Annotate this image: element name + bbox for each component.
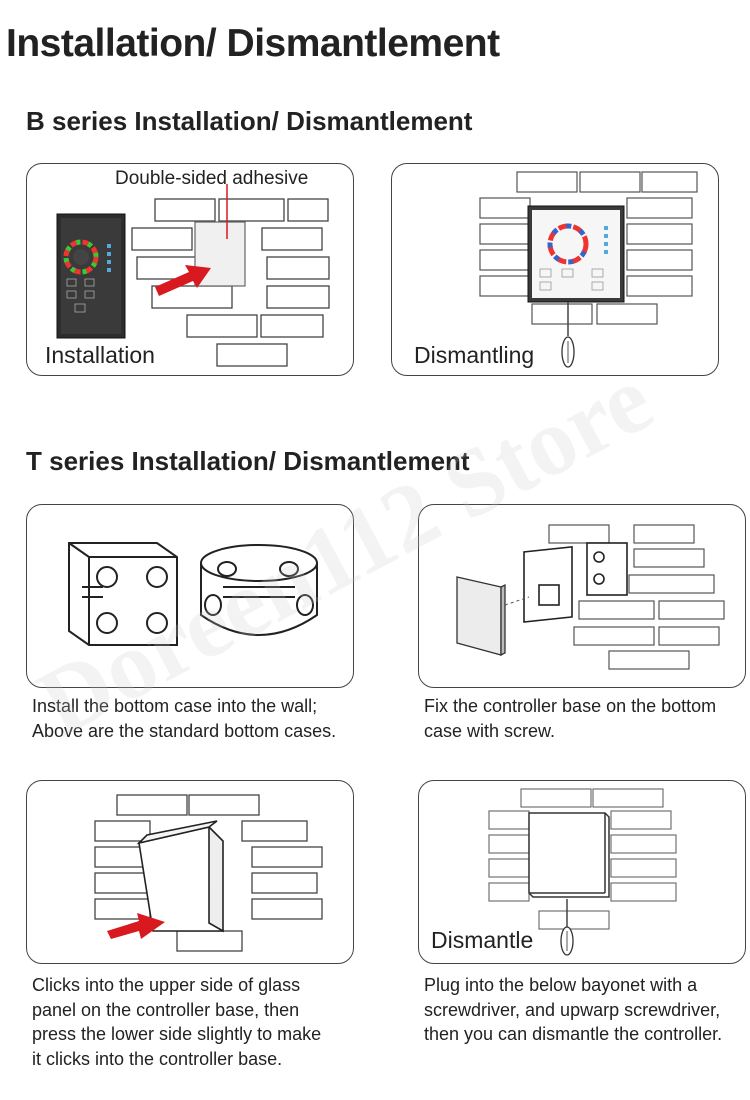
glass-panel [528,812,610,898]
caption-dismantle: Plug into the below bayonet with a screw… [424,975,723,1044]
adhesive-callout: Double-sided adhesive [115,168,309,189]
caption-controller-base: Fix the controller base on the bottom ca… [424,696,717,741]
installation-label: Installation [45,342,155,368]
brick-wall [479,171,698,325]
square-bottom-case [68,542,178,646]
controller-base-illustration [456,524,725,670]
screwdriver-icon [560,899,574,956]
t-dismantle-panel: Dismantle [418,780,746,964]
caption-glass-panel: Clicks into the upper side of glass pane… [32,975,322,1069]
dismantling-label: Dismantling [414,342,535,368]
brick-wall [94,794,323,952]
t-controller-base-panel [418,504,746,688]
b-dismantling-panel: Dismantling [391,163,719,376]
brick-wall [488,788,677,930]
brick-wall [131,198,330,367]
glass-panel-install-illustration [94,794,323,952]
b-installation-panel: Double-sided adhesive Installation [26,163,354,376]
wall-box [586,542,628,596]
arrow-icon [107,913,165,939]
t-series-heading: T series Installation/ Dismantlement [26,446,470,476]
bottom-cases-illustration [68,542,318,646]
caption-bottom-case: Install the bottom case into the wall; A… [32,696,337,741]
dismantle-label: Dismantle [431,927,534,953]
brick-wall [548,524,725,670]
t-bottom-case-panel [26,504,354,688]
screwdriver-icon [561,302,575,368]
b-series-heading: B series Installation/ Dismantlement [26,106,473,136]
glass-panel [136,820,224,933]
dismantle-illustration [488,788,677,956]
b-installation-illustration [56,184,330,367]
controller-base [523,546,573,623]
round-bottom-case [200,544,318,636]
t-glass-panel-install [26,780,354,964]
arrow-icon [155,265,211,296]
b-dismantling-illustration [479,171,698,368]
glass-panel [456,576,506,657]
page-title: Installation/ Dismantlement [6,22,500,65]
